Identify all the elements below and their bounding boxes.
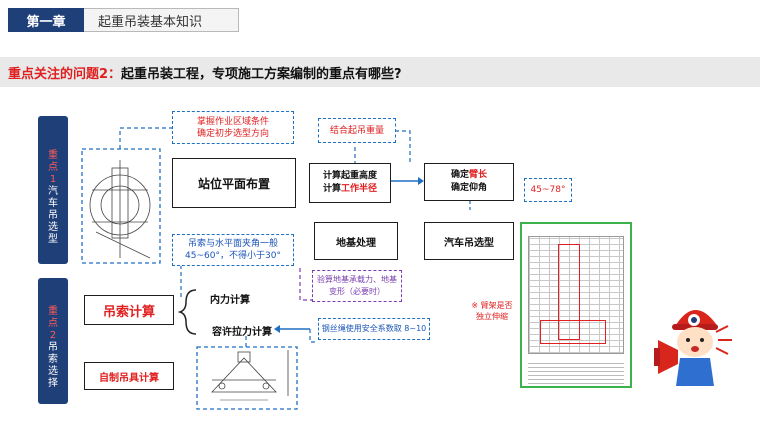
side1-char: 型 <box>48 234 58 245</box>
confirm-line2: 确定仰角 <box>450 183 487 193</box>
side1-char: 重 <box>48 150 58 161</box>
foundation-box: 地基处理 <box>314 222 398 260</box>
side2-char: 2 <box>49 330 57 341</box>
bearing-line2: 变形（必要时） <box>329 287 385 296</box>
side2-char: 点 <box>48 318 58 329</box>
sling-angle-line1: 吊索与水平面夹角一般 <box>187 239 278 249</box>
confirm-box: 确定臂长 确定仰角 <box>424 163 514 201</box>
side-label-2: 重 点 2 吊 索 选 择 <box>38 278 68 404</box>
table-highlight <box>540 320 606 344</box>
boom-line1: ※ 臂架是否 <box>471 301 513 310</box>
side2-char: 选 <box>48 366 58 377</box>
boom-line2: 独立伸缩 <box>476 312 508 321</box>
crane-plan-drawing <box>89 160 151 259</box>
bearing-note: 验算地基承载力、地基 变形（必要时） <box>312 270 402 302</box>
calc-box: 计算起重高度 计算工作半径 <box>309 163 391 203</box>
calc-line2a: 计算 <box>322 184 341 194</box>
crane-load-table-image <box>520 222 632 388</box>
side2-char: 索 <box>48 354 58 365</box>
side-label-1: 重 点 1 汽 车 吊 选 型 <box>38 116 68 264</box>
side1-char: 点 <box>48 162 58 173</box>
side2-char: 重 <box>48 306 58 317</box>
calc-line2b: 工作半径 <box>341 184 378 194</box>
sling-angle-note: 吊索与水平面夹角一般 45~60°，不得小于30° <box>172 234 294 266</box>
rigging-calc-box: 自制吊具计算 <box>84 362 174 390</box>
crane-select-box: 汽车吊选型 <box>424 222 514 260</box>
side1-char: 选 <box>48 222 58 233</box>
site-plan-box: 站位平面布置 <box>172 158 296 208</box>
question-bar <box>0 57 760 87</box>
safety-note: 钢丝绳使用安全系数取 8~10 <box>318 318 430 340</box>
question-prefix: 重点关注的问题2： <box>8 67 122 82</box>
angle-note: 45~78° <box>524 178 572 202</box>
chapter-title: 起重吊装基本知识 <box>84 8 239 32</box>
sling-calc-box: 吊索计算 <box>84 295 174 325</box>
side1-char: 1 <box>49 174 57 185</box>
allowable-tension-label: 容许拉力计算 <box>212 327 272 338</box>
table-highlight <box>558 244 580 340</box>
sling-angle-line2: 45~60°，不得小于30° <box>185 251 281 261</box>
side1-char: 吊 <box>48 210 58 221</box>
safety-text: 钢丝绳使用安全系数取 8~10 <box>321 324 427 333</box>
internal-force-label: 内力计算 <box>210 295 250 306</box>
bearing-line1: 验算地基承载力、地基 <box>317 275 397 284</box>
table-footnotes <box>528 360 624 384</box>
work-area-note: 掌握作业区域条件 确定初步选型方向 <box>172 111 294 144</box>
question-title: 重点关注的问题2：起重吊装工程，专项施工方案编制的重点有哪些? <box>8 63 402 82</box>
weight-text: 结合起吊重量 <box>329 125 384 136</box>
work-area-line1: 掌握作业区域条件 <box>196 116 269 127</box>
chapter-tab[interactable]: 第一章 <box>8 8 84 32</box>
side1-char: 汽 <box>48 186 58 197</box>
mascot-illustration <box>654 309 732 386</box>
table-grid <box>528 236 624 354</box>
side2-char: 吊 <box>48 342 58 353</box>
question-text: 起重吊装工程，专项施工方案编制的重点有哪些? <box>121 67 402 82</box>
side1-char: 车 <box>48 198 58 209</box>
calc-line1: 计算起重高度 <box>322 171 377 181</box>
weight-note: 结合起吊重量 <box>318 118 396 143</box>
rigging-drawing <box>211 350 289 401</box>
angle-text: 45~78° <box>530 185 566 195</box>
boom-note: ※ 臂架是否 独立伸缩 <box>462 300 522 322</box>
work-area-line2: 确定初步选型方向 <box>196 128 269 139</box>
side2-char: 择 <box>48 378 58 389</box>
confirm-line1b: 臂长 <box>469 170 488 180</box>
confirm-line1a: 确定 <box>450 170 469 180</box>
